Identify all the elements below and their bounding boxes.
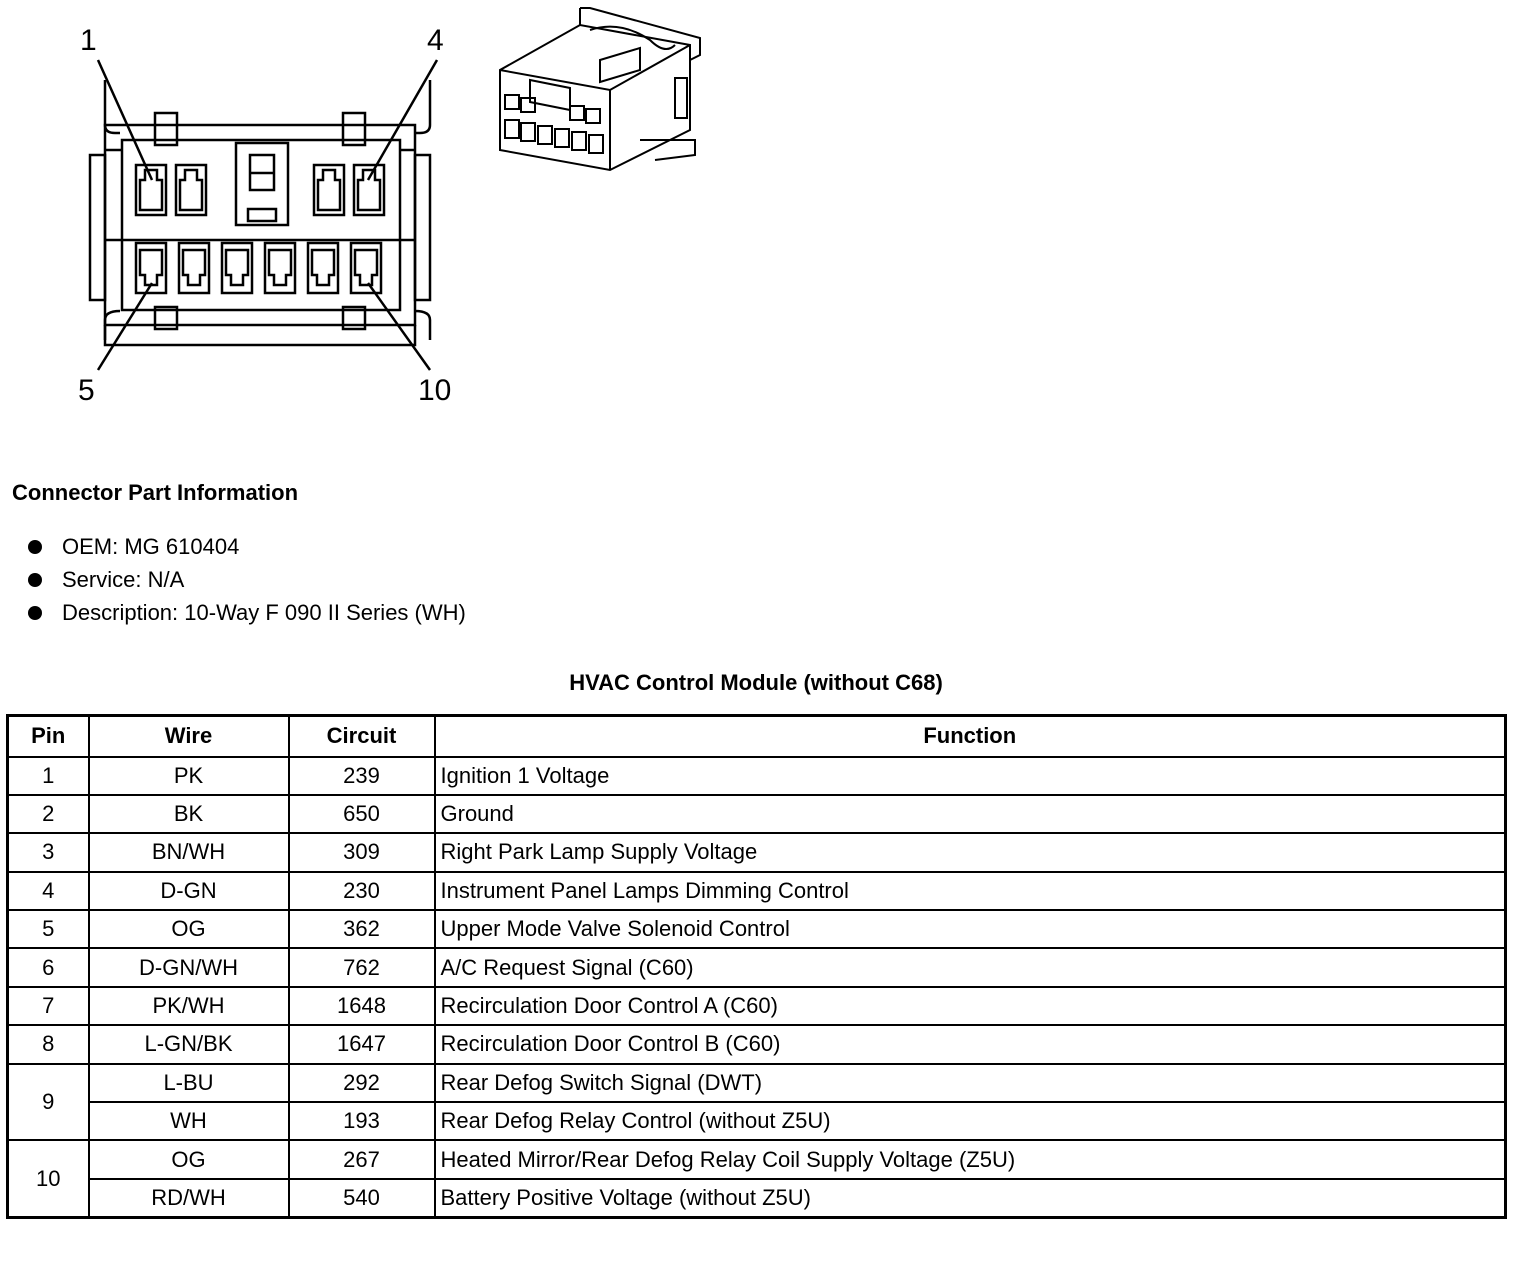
table-row: RD/WH 540 Battery Positive Voltage (with… bbox=[8, 1177, 1507, 1219]
bullet-icon bbox=[28, 540, 42, 554]
cell-circuit: 1648 bbox=[287, 985, 436, 1027]
cell-function: Right Park Lamp Supply Voltage bbox=[433, 832, 1507, 873]
table-title: HVAC Control Module (without C68) bbox=[569, 670, 943, 695]
table-row: 6 D-GN/WH 762 A/C Request Signal (C60) bbox=[6, 947, 1507, 988]
info-oem: OEM: MG 610404 bbox=[28, 530, 466, 563]
cell-function: Recirculation Door Control A (C60) bbox=[433, 985, 1507, 1027]
cell-function: Instrument Panel Lamps Dimming Control bbox=[433, 870, 1507, 912]
connector-info-title: Connector Part Information bbox=[12, 480, 299, 505]
header-circuit: Circuit bbox=[287, 714, 436, 758]
table-row: 2 BK 650 Ground bbox=[6, 793, 1507, 835]
cell-pin: 3 bbox=[6, 832, 90, 873]
cell-circuit: 1647 bbox=[287, 1024, 436, 1065]
cell-wire: L-BU bbox=[87, 1062, 290, 1104]
cell-circuit: 309 bbox=[287, 832, 436, 873]
cell-wire: BN/WH bbox=[87, 832, 290, 873]
connector-isometric-diagram bbox=[499, 7, 701, 172]
cell-circuit: 650 bbox=[287, 793, 436, 835]
cell-pin: 2 bbox=[6, 793, 90, 835]
header-pin: Pin bbox=[6, 714, 90, 758]
cell-wire: RD/WH bbox=[87, 1177, 290, 1219]
cell-wire: D-GN/WH bbox=[87, 947, 290, 988]
table-row: 8 L-GN/BK 1647 Recirculation Door Contro… bbox=[6, 1024, 1507, 1065]
cell-pin: 9 bbox=[6, 1062, 90, 1142]
table-row: 5 OG 362 Upper Mode Valve Solenoid Contr… bbox=[6, 909, 1507, 950]
cell-function: Upper Mode Valve Solenoid Control bbox=[433, 909, 1507, 950]
cell-pin: 5 bbox=[6, 909, 90, 950]
bullet-icon bbox=[28, 606, 42, 620]
cell-pin: 7 bbox=[6, 985, 90, 1027]
cell-function: Heated Mirror/Rear Defog Relay Coil Supp… bbox=[433, 1139, 1507, 1180]
cell-pin: 10 bbox=[6, 1139, 90, 1219]
pinout-table: Pin Wire Circuit Function 1 PK 239 Ignit… bbox=[6, 714, 1507, 1219]
cell-circuit: 230 bbox=[287, 870, 436, 912]
cell-function: Rear Defog Switch Signal (DWT) bbox=[433, 1062, 1507, 1104]
cell-function: Rear Defog Relay Control (without Z5U) bbox=[433, 1101, 1507, 1142]
table-row: 9 L-BU 292 Rear Defog Switch Signal (DWT… bbox=[6, 1062, 1507, 1142]
connector-info-list: OEM: MG 610404 Service: N/A Description:… bbox=[28, 530, 466, 629]
header-wire: Wire bbox=[87, 714, 290, 758]
cell-wire: PK bbox=[87, 755, 290, 796]
cell-wire: WH bbox=[87, 1101, 290, 1142]
pin-label-10: 10 bbox=[418, 374, 451, 407]
bullet-icon bbox=[28, 573, 42, 587]
info-service: Service: N/A bbox=[28, 563, 466, 596]
cell-circuit: 193 bbox=[287, 1101, 436, 1142]
pin-label-5: 5 bbox=[78, 374, 95, 407]
table-row: 3 BN/WH 309 Right Park Lamp Supply Volta… bbox=[6, 832, 1507, 873]
cell-pin: 1 bbox=[6, 755, 90, 796]
cell-function: Ignition 1 Voltage bbox=[433, 755, 1507, 796]
cell-function: Recirculation Door Control B (C60) bbox=[433, 1024, 1507, 1065]
info-description: Description: 10-Way F 090 II Series (WH) bbox=[28, 596, 466, 629]
cell-circuit: 762 bbox=[287, 947, 436, 988]
header-function: Function bbox=[433, 714, 1507, 758]
table-row: 7 PK/WH 1648 Recirculation Door Control … bbox=[6, 985, 1507, 1027]
cell-pin: 8 bbox=[6, 1024, 90, 1065]
cell-function: Ground bbox=[433, 793, 1507, 835]
cell-wire: BK bbox=[87, 793, 290, 835]
table-row: 10 OG 267 Heated Mirror/Rear Defog Relay… bbox=[6, 1139, 1507, 1219]
connector-face-diagram: 1 4 5 10 bbox=[78, 24, 451, 407]
cell-circuit: 540 bbox=[287, 1177, 436, 1219]
pin-label-1: 1 bbox=[80, 24, 97, 57]
cell-circuit: 267 bbox=[287, 1139, 436, 1180]
cell-wire: OG bbox=[87, 1139, 290, 1180]
table-row: 4 D-GN 230 Instrument Panel Lamps Dimmin… bbox=[6, 870, 1507, 912]
cell-circuit: 362 bbox=[287, 909, 436, 950]
cell-pin: 4 bbox=[6, 870, 90, 912]
pin-label-4: 4 bbox=[427, 24, 444, 57]
cell-function: Battery Positive Voltage (without Z5U) bbox=[433, 1177, 1507, 1219]
cell-wire: OG bbox=[87, 909, 290, 950]
cell-wire: PK/WH bbox=[87, 985, 290, 1027]
table-header-row: Pin Wire Circuit Function bbox=[6, 714, 1507, 758]
cell-circuit: 292 bbox=[287, 1062, 436, 1104]
cell-wire: D-GN bbox=[87, 870, 290, 912]
table-row: 1 PK 239 Ignition 1 Voltage bbox=[6, 755, 1507, 796]
table-row: WH 193 Rear Defog Relay Control (without… bbox=[8, 1101, 1507, 1142]
cell-circuit: 239 bbox=[287, 755, 436, 796]
cell-wire: L-GN/BK bbox=[87, 1024, 290, 1065]
cell-function: A/C Request Signal (C60) bbox=[433, 947, 1507, 988]
cell-pin: 6 bbox=[6, 947, 90, 988]
